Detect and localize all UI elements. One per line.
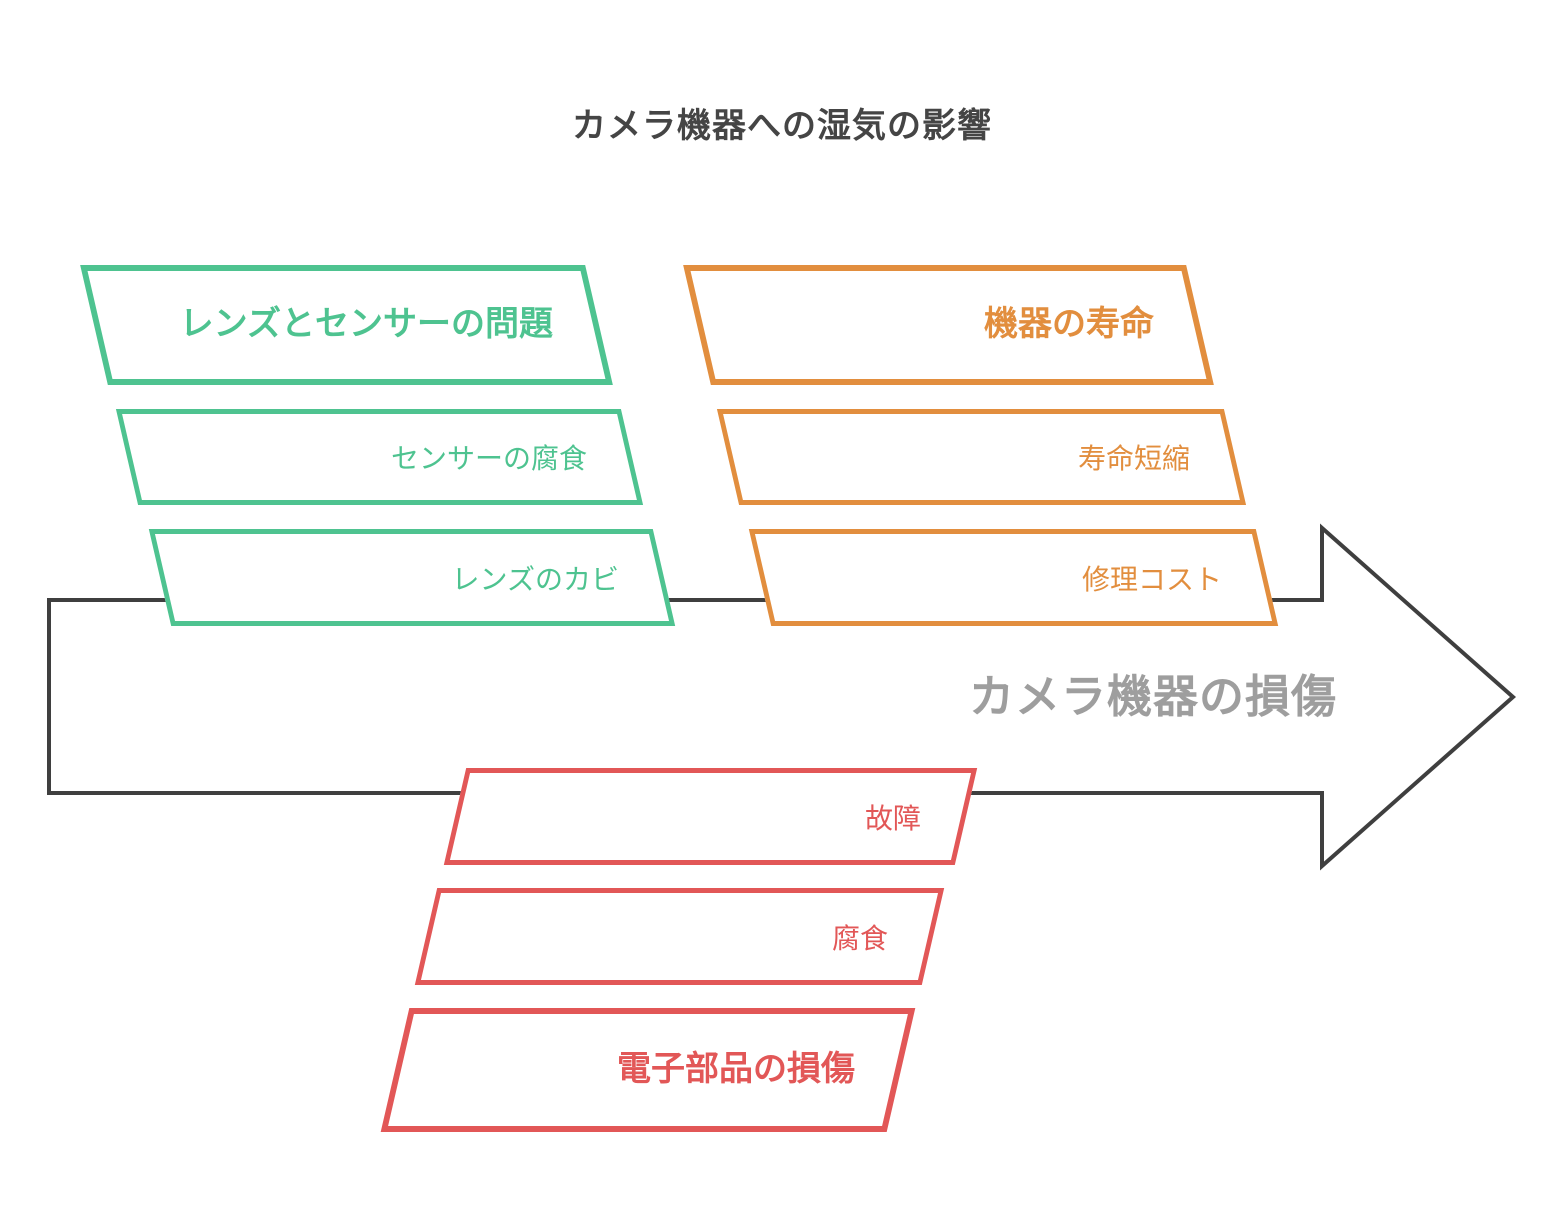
- item-corrosion-label: 腐食: [831, 922, 888, 954]
- item-repair-cost-label: 修理コスト: [1081, 563, 1222, 595]
- arrow-label: カメラ機器の損傷: [968, 671, 1337, 722]
- category-lens-sensor-problems: レンズとセンサーの問題: [80, 265, 613, 385]
- item-sensor-corrosion-label: センサーの腐食: [390, 443, 587, 474]
- item-lens-mold: レンズのカビ: [148, 529, 676, 626]
- category-electronic-component-damage-label: 電子部品の損傷: [617, 1050, 855, 1089]
- diagram-title: カメラ機器への湿気の影響: [572, 107, 992, 145]
- item-lifespan-shortening-label: 寿命短縮: [1077, 443, 1190, 474]
- item-repair-cost: 修理コスト: [748, 529, 1279, 626]
- item-lens-mold-label: レンズのカビ: [451, 563, 619, 595]
- category-lens-sensor-problems-label: レンズとセンサーの問題: [179, 305, 553, 344]
- item-sensor-corrosion: センサーの腐食: [115, 409, 644, 505]
- category-equipment-lifespan-label: 機器の寿命: [984, 305, 1154, 344]
- item-lifespan-shortening: 寿命短縮: [716, 409, 1247, 505]
- item-corrosion: 腐食: [414, 888, 945, 985]
- category-equipment-lifespan: 機器の寿命: [683, 265, 1214, 385]
- item-malfunction: 故障: [443, 768, 978, 865]
- item-malfunction-label: 故障: [864, 802, 921, 834]
- category-electronic-component-damage: 電子部品の損傷: [380, 1008, 916, 1132]
